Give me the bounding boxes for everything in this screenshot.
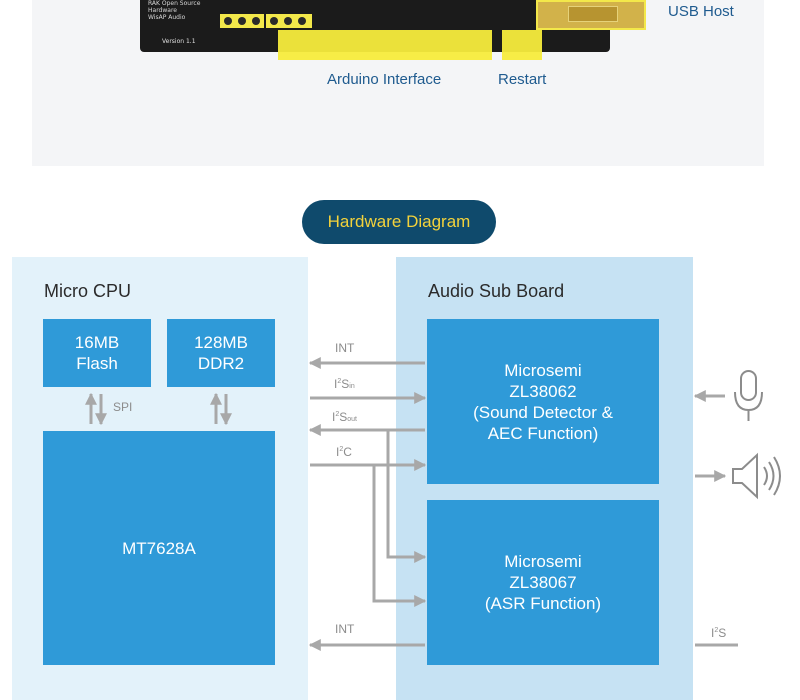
ddr-size: 128MB (194, 333, 248, 352)
board-version: Version 1.1 (162, 38, 196, 45)
zl38062-function-2: AEC Function) (487, 423, 599, 443)
micro-cpu-title: Micro CPU (44, 281, 132, 301)
speaker-icon (732, 452, 781, 500)
soc-label: MT7628A (122, 538, 196, 558)
usb-host-label: USB Host (668, 3, 734, 20)
zl38062-model: ZL38062 (509, 381, 577, 401)
arduino-interface-highlight (278, 30, 492, 60)
zl38067-model: ZL38067 (509, 573, 577, 592)
pin-header-p1 (220, 14, 264, 28)
audio-sub-board-title: Audio Sub Board (428, 281, 565, 301)
arduino-interface-label: Arduino Interface (327, 71, 442, 88)
i2s-in-label: I2Sin (334, 377, 355, 391)
ddr-chip: 128MB DDR2 (167, 319, 275, 387)
usb-host-port (536, 0, 646, 30)
board-brand: RAK Open Source (148, 0, 201, 7)
ddr-type: DDR2 (197, 354, 245, 373)
board-model: WisAP Audio (148, 14, 186, 21)
mt7628a-chip: MT7628A (43, 431, 275, 665)
hardware-diagram-heading: Hardware Diagram (302, 200, 496, 244)
restart-highlight (502, 30, 542, 60)
flash-type: Flash (76, 354, 118, 373)
flash-size: 16MB (74, 333, 120, 352)
i2c-label: I2C (336, 445, 352, 459)
i2s-out-label: I2Sout (332, 410, 357, 424)
i2s-ext-label: I2S (711, 626, 726, 640)
microphone-icon (734, 370, 763, 421)
restart-label: Restart (498, 71, 547, 88)
zl38067-function: (ASR Function) (484, 594, 602, 613)
zl38062-function-1: (Sound Detector & (473, 402, 613, 422)
flash-chip: 16MB Flash (43, 319, 151, 387)
int-bottom-label: INT (335, 622, 355, 636)
zl38067-chip: Microsemi ZL38067 (ASR Function) (427, 500, 659, 665)
int-top-label: INT (335, 341, 355, 355)
board-hardware: Hardware (148, 7, 177, 14)
zl38067-vendor: Microsemi (504, 552, 582, 571)
pin-header-p2 (266, 14, 312, 28)
zl38062-vendor: Microsemi (504, 360, 582, 380)
zl38062-chip: Microsemi ZL38062 (Sound Detector & AEC … (427, 319, 659, 484)
